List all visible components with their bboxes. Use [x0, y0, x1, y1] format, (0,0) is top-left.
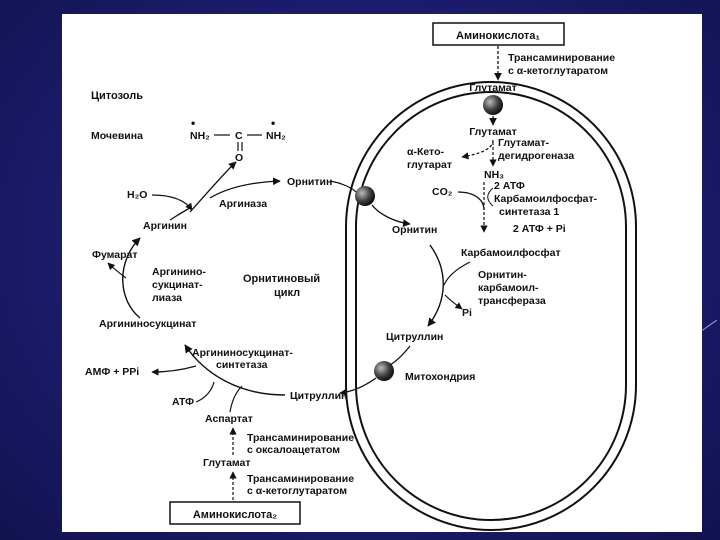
amp-ppi-label: АМФ + PPi	[85, 366, 139, 378]
arrow-h2o-in	[151, 194, 193, 211]
glutamate-matrix-label: Глутамат	[469, 126, 517, 138]
transamination2-line2: с оксалоацетатом	[247, 444, 340, 456]
arrow-cycle-lower-to-arginine	[122, 237, 141, 319]
urea-dot-right: •	[271, 116, 275, 130]
arrow-aspartate-in	[229, 385, 243, 413]
asl-line2: сукцинат-	[152, 279, 203, 291]
pi-label: Pi	[462, 307, 472, 319]
citrulline-matrix-label: Цитруллин	[386, 331, 443, 343]
arrow-citrulline-export	[389, 345, 411, 366]
arrow-atp-in-cycle	[195, 381, 215, 403]
arrow-fumarate-out	[107, 262, 127, 279]
aminoacid1-box	[432, 22, 565, 46]
mitochondria-inner-membrane	[355, 91, 627, 521]
glutamate-top-label: Глутамат	[469, 82, 517, 94]
adp-pi-label: 2 АТФ + Pi	[513, 223, 566, 235]
arrow-pi-out	[444, 294, 463, 310]
arrow-gdh-curve	[461, 139, 494, 160]
cps1-line1: Карбамоилфосфат-	[494, 193, 598, 205]
carbamoyl-phosphate-label: Карбамоилфосфат	[461, 247, 561, 259]
aminoacid2-label: Аминокислота₂	[193, 509, 277, 521]
urea-label: Мочевина	[91, 130, 143, 142]
cps1-line2: синтетаза 1	[499, 206, 559, 218]
transamination1-line1: Трансаминирование	[508, 52, 615, 64]
cycle-title-line2: цикл	[274, 287, 300, 299]
arrow-arginase-to-ornithine	[209, 177, 281, 199]
transamination3-line2: с α-кетоглутаратом	[247, 485, 347, 497]
gdh-line1: Глутамат-	[498, 137, 550, 149]
glutamate-bottom-label: Глутамат	[203, 457, 251, 469]
otc-line1: Орнитин-	[478, 269, 527, 281]
gdh-line2: дегидрогеназа	[498, 150, 574, 162]
urea-carbon: C	[235, 130, 243, 142]
atp2-label: 2 АТФ	[494, 180, 525, 192]
cycle-title-line1: Орнитиновый	[243, 273, 320, 285]
arrow-carbamoyl-in	[443, 261, 471, 286]
nh3-label: NH₃	[484, 169, 504, 181]
akg-line2: глутарат	[407, 159, 452, 171]
atp-label: АТФ	[172, 396, 194, 408]
urea-oxygen: O	[235, 152, 243, 164]
transamination1-line2: с α-кетоглутаратом	[508, 65, 608, 77]
arrow-ornithine-import	[371, 204, 411, 227]
arrow-citrulline-cytosol-up	[184, 344, 286, 396]
glutamate-transporter	[483, 95, 503, 115]
akg-line1: α-Кето-	[407, 146, 444, 158]
co2-label: CO₂	[432, 186, 453, 198]
h2o-label: H₂O	[127, 189, 147, 201]
citrulline-cytosol-label: Цитруллин	[290, 390, 347, 402]
argininosuccinate-label: Аргининосукцинат	[99, 318, 196, 330]
otc-line3: трансфераза	[478, 295, 546, 307]
ornithine-cytosol-label: Орнитин	[287, 176, 332, 188]
ornithine-matrix-label: Орнитин	[392, 224, 437, 236]
aminoacid1-label: Аминокислота₁	[456, 30, 540, 42]
citrulline-transporter	[374, 361, 394, 381]
otc-line2: карбамоил-	[478, 282, 539, 294]
arrow-ornithine-to-pore	[329, 180, 357, 193]
arrow-arginase-to-urea	[189, 161, 237, 213]
urea-dot-left: •	[191, 116, 195, 130]
arrow-atp-in	[487, 187, 494, 207]
arginine-label: Аргинин	[143, 220, 187, 232]
mitochondria-label: Митохондрия	[405, 371, 475, 383]
aminoacid2-box	[169, 501, 301, 525]
arrow-otc-main	[427, 244, 444, 327]
urea-nh2-left: NH₂	[190, 130, 210, 142]
arrow-arginine-up	[169, 207, 191, 221]
diagram-panel	[62, 14, 702, 532]
arrow-amp-out	[151, 365, 197, 376]
ass-line2: синтетаза	[216, 359, 268, 371]
transamination3-line1: Трансаминирование	[247, 473, 354, 485]
cytosol-label: Цитозоль	[91, 90, 143, 102]
asl-line3: лиаза	[152, 292, 182, 304]
ass-line1: Аргининосукцинат-	[192, 347, 293, 359]
transamination2-line1: Трансаминирование	[247, 432, 354, 444]
urea-nh2-right: NH₂	[266, 130, 286, 142]
ornithine-transporter	[355, 186, 375, 206]
mitochondria-outer-membrane	[345, 81, 637, 531]
aspartate-label: Аспартат	[205, 413, 253, 425]
arrow-co2-merge	[457, 191, 485, 211]
arginase-label: Аргиназа	[219, 198, 267, 210]
arrow-citrulline-to-cytosol	[339, 377, 377, 397]
asl-line1: Аргинино-	[152, 266, 206, 278]
